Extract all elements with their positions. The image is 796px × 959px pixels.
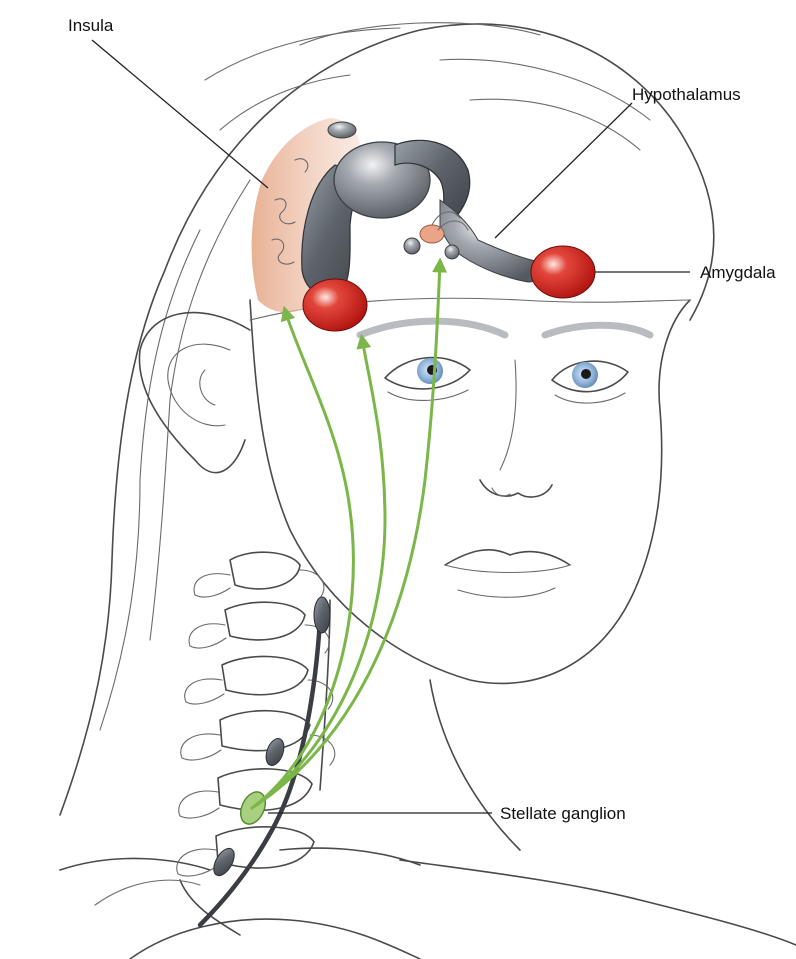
- amygdala-right: [531, 246, 595, 298]
- head-outline: [60, 23, 714, 815]
- amygdala-left: [303, 279, 367, 331]
- nucleus-left: [404, 238, 420, 254]
- label-hypothalamus: Hypothalamus: [632, 85, 741, 104]
- superior-cervical-ganglion: [314, 597, 330, 633]
- cervical-vertebrae: [95, 552, 335, 935]
- pathway-to-amygdala: [255, 338, 385, 806]
- pathway-to-hypothalamus: [258, 262, 440, 804]
- right-eye: [552, 361, 628, 403]
- pineal-body: [328, 122, 356, 138]
- label-stellate-ganglion: Stellate ganglion: [500, 804, 626, 823]
- sympathetic-chain: [200, 597, 330, 925]
- labels: Insula Hypothalamus Amygdala Stellate ga…: [68, 16, 776, 823]
- mouth: [445, 550, 570, 597]
- label-insula: Insula: [68, 16, 114, 35]
- label-amygdala: Amygdala: [700, 263, 776, 282]
- hypothalamus-leader: [495, 103, 632, 238]
- nucleus-right: [445, 245, 459, 259]
- nose: [480, 360, 552, 497]
- ascending-pathways: [252, 262, 440, 808]
- middle-cervical-ganglion: [263, 736, 288, 768]
- neck-and-spine: [60, 552, 796, 959]
- left-eye: [385, 358, 470, 401]
- pathway-to-insula: [252, 310, 353, 808]
- mammillary-connection: [440, 200, 542, 282]
- face-features: [360, 321, 650, 597]
